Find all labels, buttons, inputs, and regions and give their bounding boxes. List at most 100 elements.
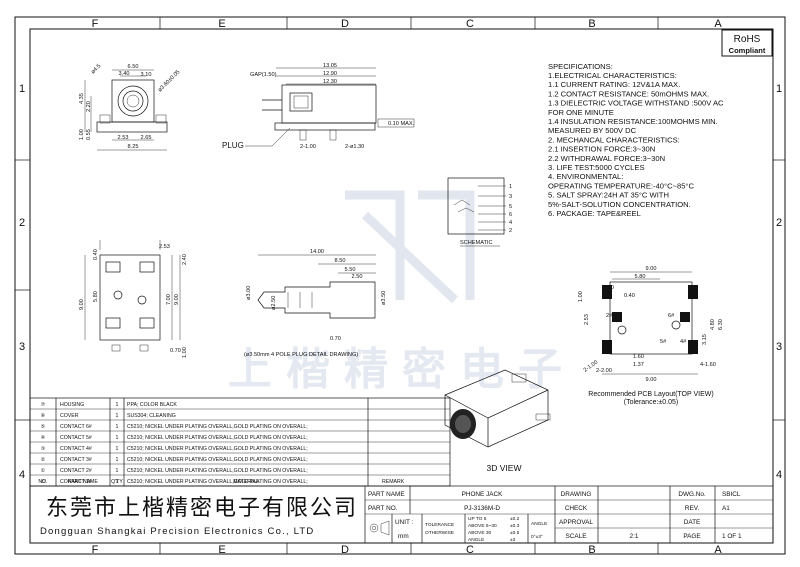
dimension-label: 0.70 — [170, 348, 181, 354]
row-label: 4 — [19, 469, 25, 481]
bom-cell-qty: 1 — [116, 468, 119, 474]
projection-symbol — [369, 520, 390, 536]
dimension-label: 4.35 — [79, 93, 85, 104]
bom-cell-no: ② — [41, 457, 46, 463]
dimension-label: 1.00 — [79, 129, 85, 140]
pcb-pin-label: 6# — [668, 313, 675, 319]
spec-line: 3. LIFE TEST:5000 CYCLES — [548, 163, 645, 172]
schematic-pin: 3 — [509, 194, 512, 200]
dimension-label: ø3.00 — [246, 286, 252, 300]
iso-view: 3D VIEW — [444, 369, 551, 473]
bom-cell-no: ① — [41, 468, 46, 474]
dimension-label: 8.25 — [128, 144, 139, 150]
bom-cell-name: CONTACT 6# — [60, 424, 92, 430]
spec-line: 5. SALT SPRAY:24H AT 35°C WITH — [548, 191, 669, 200]
bottom-view: 0.40 2.40 2.53 5.80 9.00 7.00 9.00 0.70 … — [79, 240, 188, 358]
bom-cell-name: CONTACT 5# — [60, 435, 92, 441]
dimension-label: 5.50 — [345, 267, 356, 273]
dwg-no-label: DWG.No. — [678, 491, 706, 498]
dimension-label: GAP(1.50) — [250, 72, 277, 78]
dimension-label: 6.30 — [718, 319, 724, 330]
spec-line: 1.4 INSULATION RESISTANCE:100MOHMS MIN. — [548, 117, 718, 126]
dimension-label: ø3.60±0.05 — [157, 69, 181, 93]
spec-line: 2. MECHANCAL CHARACTERISTICS: — [548, 135, 680, 144]
page-label: PAGE — [683, 533, 700, 540]
tolerance-value: ±0.2 — [510, 516, 520, 522]
schematic-pin: 2 — [509, 228, 512, 234]
specifications: SPECIFICATIONS: 1.ELECTRICAL CHARACTERIS… — [548, 62, 724, 218]
bom-cell-qty: 1 — [116, 402, 119, 408]
row-label: 1 — [776, 83, 782, 95]
tolerance-range: UP TO 5 — [468, 516, 487, 522]
pcb-pad — [602, 285, 612, 299]
dimension-label: 9.00 — [646, 377, 657, 383]
dimension-label: 2-1.00 — [300, 144, 316, 150]
spec-line: 2.1 INSERTION FORCE:3~30N — [548, 145, 655, 154]
bom-cell-qty: 1 — [116, 479, 119, 485]
angle-column-value: 0°±3° — [531, 534, 543, 540]
pcb-pad — [688, 285, 698, 299]
schematic-pin: 4 — [509, 220, 512, 226]
bom-header: REMARK — [382, 479, 405, 485]
plug-label: PLUG — [222, 141, 244, 150]
dimension-label: 7.00 — [166, 294, 172, 305]
column-label: F — [92, 18, 99, 30]
tolerance-range: ABOVE 5~30 — [468, 523, 497, 529]
bom-cell-material: C5210; NICKEL UNDER PLATING OVERALL,GOLD… — [127, 435, 308, 441]
bom-cell-name: COVER — [60, 413, 79, 419]
pcb-pin-label: 5# — [660, 339, 667, 345]
row-label: 1 — [19, 83, 25, 95]
dimension-label: 2.53 — [584, 314, 590, 325]
bom-cell-qty: 1 — [116, 413, 119, 419]
row-label: 3 — [776, 341, 782, 353]
column-label: E — [218, 544, 225, 556]
column-label: F — [92, 544, 99, 556]
bom-cell-no: ⑥ — [41, 413, 46, 419]
rohs-subtitle: Compliant — [729, 46, 766, 55]
dimension-label: ø2.50 — [271, 296, 277, 310]
column-label: A — [714, 18, 722, 30]
part-name-label: PART NAME — [368, 491, 405, 498]
dimension-label: 4-1.60 — [700, 362, 716, 368]
dimension-label: 1.37 — [633, 362, 644, 368]
pcb-layout: 9.00 5.80 2.40 0.40 1.00 2.53 3.15 4.80 … — [578, 266, 724, 406]
dimension-label: 2.40 — [182, 254, 188, 265]
column-label: D — [341, 18, 349, 30]
dimension-label: 2.53 — [118, 135, 129, 141]
spec-line: FOR ONE MINUTE — [548, 108, 614, 117]
row-label: 2 — [776, 217, 782, 229]
dimension-label: 0.40 — [624, 293, 635, 299]
company-name-english: Dongguan Shangkai Precision Electronics … — [40, 526, 314, 537]
spec-lines: 1.ELECTRICAL CHARACTERISTICS: 1.1 CURREN… — [548, 71, 724, 218]
company-block: 东莞市上楷精密电子有限公司 Dongguan Shangkai Precisio… — [30, 485, 365, 537]
rohs-title: RoHS — [734, 34, 761, 45]
bom-cell-name: CONTACT 4# — [60, 446, 92, 452]
plug-detail: 14.00 8.50 5.50 2.50 ø3.00 ø2.50 ø3.50 0… — [244, 249, 387, 358]
column-label: D — [341, 544, 349, 556]
pcb-pad — [602, 340, 612, 354]
angle-label: ANGLE — [468, 537, 484, 543]
tolerance-value: ±0.5 — [510, 530, 520, 536]
spec-line: 6. PACKAGE: TAPE&REEL — [548, 209, 641, 218]
front-view: 6.50 3.40 3.10 ø4.5 ø3.60±0.05 4.35 2.20… — [79, 63, 181, 151]
iso-label: 3D VIEW — [487, 463, 522, 473]
dimension-label: 5.80 — [635, 274, 646, 280]
dimension-label: 1.00 — [182, 347, 188, 358]
pcb-pad — [688, 340, 698, 354]
side-view: 13.05 12.90 12.30 GAP(1.50) 0.10 MAX. 2-… — [222, 63, 415, 150]
watermark: 上楷精密电子 — [228, 345, 576, 394]
bom-header: PART NAME — [68, 479, 98, 485]
spec-line: 1.1 CURRENT RATING: 12V&1A MAX. — [548, 80, 680, 89]
pcb-hole — [671, 320, 681, 330]
row-label: 3 — [19, 341, 25, 353]
dimension-label: 2.40 — [603, 285, 614, 291]
bom-cell-qty: 1 — [116, 457, 119, 463]
column-label: B — [588, 18, 595, 30]
dimension-label: 9.00 — [79, 299, 85, 310]
part-no-label: PART NO. — [368, 505, 398, 512]
dimension-label: 1.60 — [633, 354, 644, 360]
tolerance-label: TOLERANCE — [425, 522, 454, 528]
bom-cell-no: ⑦ — [41, 402, 46, 408]
dimension-label: 2.53 — [159, 244, 170, 250]
